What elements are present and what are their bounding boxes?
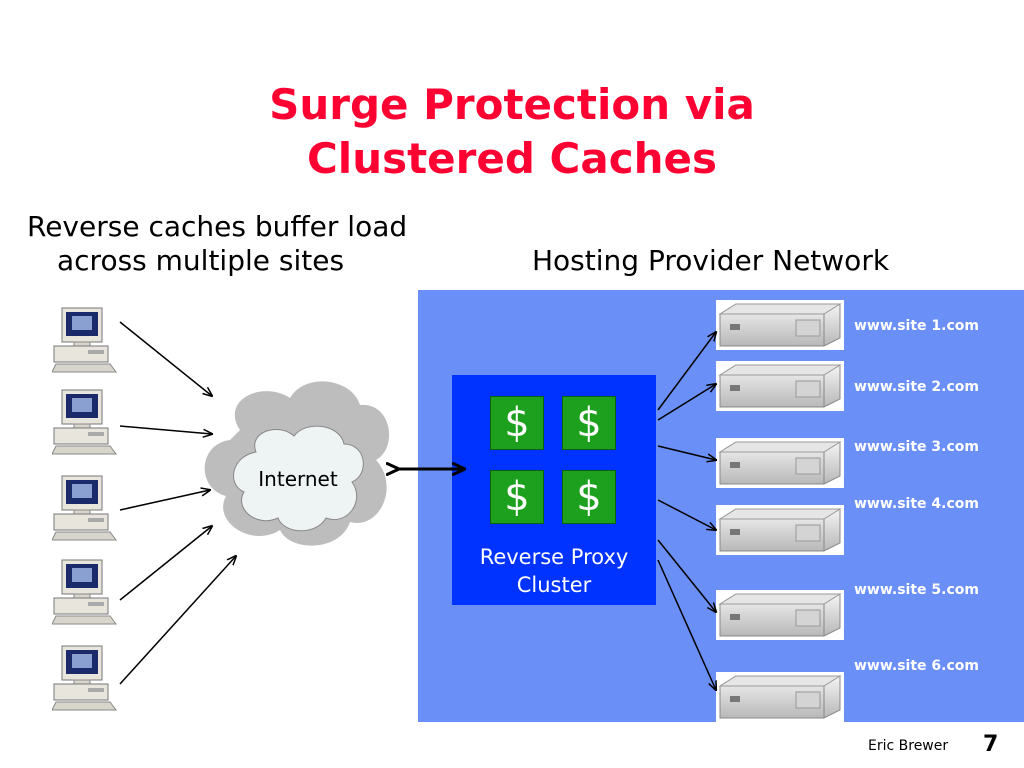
site-label: www.site 2.com — [854, 379, 979, 395]
desktop-computer-icon — [52, 559, 117, 625]
rack-server-icon — [716, 300, 844, 350]
proxy-cluster-label: Reverse Proxy Cluster — [452, 543, 656, 599]
server-arrow — [657, 539, 716, 612]
internet-cloud-icon — [204, 381, 390, 546]
client-arrow — [119, 425, 212, 434]
cache-dollar-box: $ — [490, 470, 544, 524]
rack-server-icon — [716, 438, 844, 488]
desktop-computer-icon — [52, 645, 117, 711]
rack-server-icon — [716, 505, 844, 555]
hosting-provider-label: Hosting Provider Network — [532, 244, 890, 277]
cache-dollar-box: $ — [562, 470, 616, 524]
desktop-computer-icon — [52, 475, 117, 541]
client-arrow — [119, 321, 212, 396]
server-arrow — [657, 559, 716, 690]
page-number: 7 — [983, 732, 999, 757]
cache-dollar-box: $ — [490, 396, 544, 450]
reverse-proxy-cluster — [452, 375, 656, 605]
proxy-label-line-1: Reverse Proxy — [479, 545, 629, 569]
server-arrow — [657, 499, 716, 530]
rack-server-icon — [716, 672, 844, 722]
server-arrow — [657, 384, 716, 421]
rack-server-icon — [716, 590, 844, 640]
client-arrow — [119, 526, 212, 601]
site-label: www.site 3.com — [854, 439, 979, 455]
server-arrow — [657, 445, 716, 460]
slide-subtitle: Reverse caches buffer load across multip… — [27, 210, 407, 278]
site-label: www.site 5.com — [854, 582, 979, 598]
client-arrow — [119, 556, 236, 685]
desktop-computer-icon — [52, 307, 117, 373]
footer-author: Eric Brewer — [868, 738, 949, 754]
subtitle-line-1: Reverse caches buffer load — [27, 210, 408, 243]
rack-server-icon — [716, 361, 844, 411]
cache-dollar-box: $ — [562, 396, 616, 450]
site-label: www.site 6.com — [854, 658, 979, 674]
client-arrow — [119, 490, 210, 511]
proxy-label-line-2: Cluster — [516, 573, 592, 597]
internet-label: Internet — [258, 467, 338, 491]
title-line-2: Clustered Caches — [306, 134, 717, 183]
site-label: www.site 4.com — [854, 496, 979, 512]
slide-title: Surge Protection via Clustered Caches — [0, 78, 1024, 186]
site-label: www.site 1.com — [854, 318, 979, 334]
title-line-1: Surge Protection via — [269, 80, 755, 129]
server-arrow — [657, 332, 716, 411]
subtitle-line-2: across multiple sites — [57, 244, 345, 277]
desktop-computer-icon — [52, 389, 117, 455]
